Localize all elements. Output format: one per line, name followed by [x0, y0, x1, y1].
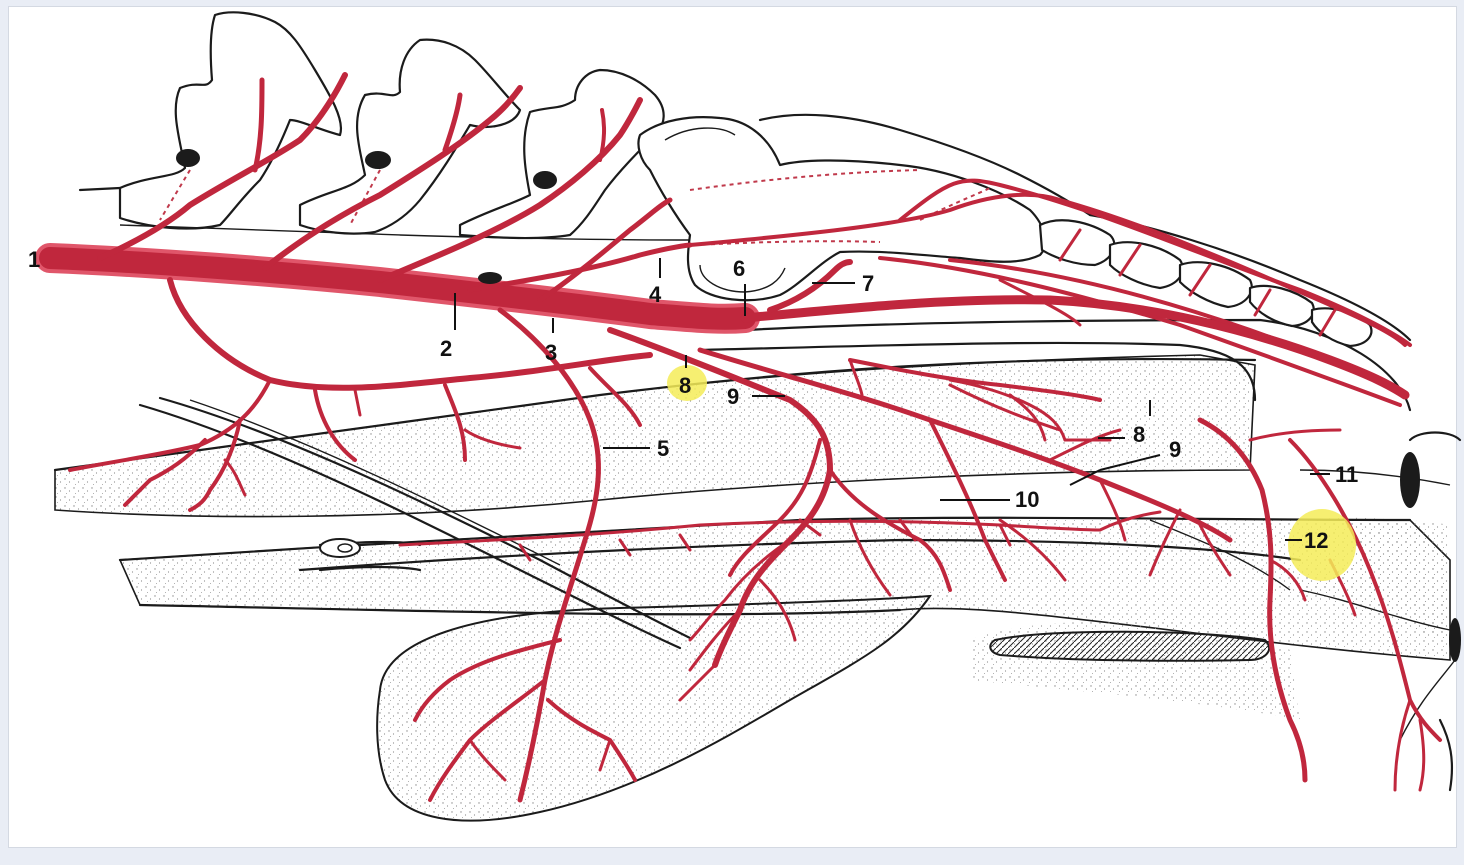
highlight-8 — [667, 365, 707, 401]
arterial-tree — [35, 72, 1442, 803]
label-8-right: 8 — [1133, 422, 1145, 447]
label-11: 11 — [1335, 462, 1358, 487]
vertebra-1 — [118, 11, 343, 230]
vessel-foramina — [176, 149, 557, 284]
vertebra-caudal-5 — [1310, 307, 1373, 348]
label-9-right: 9 — [1169, 437, 1181, 462]
vertebra-3 — [458, 68, 665, 240]
label-10: 10 — [1015, 487, 1039, 512]
label-2: 2 — [440, 336, 452, 361]
label-4: 4 — [649, 282, 662, 307]
vertebra-caudal-1 — [1038, 219, 1116, 267]
label-8-upper: 8 — [679, 373, 691, 398]
label-1: 1 — [28, 247, 40, 272]
label-9-upper: 9 — [727, 384, 739, 409]
vertebra-caudal-2 — [1108, 241, 1184, 290]
highlight-12 — [1288, 509, 1356, 581]
vertebra-caudal-3 — [1178, 261, 1253, 309]
leader-lines — [454, 258, 1330, 541]
number-labels: 1 2 3 4 5 6 7 8 9 8 9 10 11 12 — [28, 247, 1358, 553]
rib-diagonal — [138, 396, 692, 650]
lymph-node — [989, 630, 1270, 662]
highlight-marks — [667, 365, 1356, 581]
kidney-lobe — [376, 594, 933, 822]
label-5: 5 — [657, 436, 669, 461]
label-6: 6 — [733, 256, 745, 281]
vertebral-column — [78, 11, 1412, 348]
vertebra-2 — [298, 38, 522, 235]
right-structures — [1400, 431, 1462, 792]
label-3: 3 — [545, 340, 557, 365]
label-12: 12 — [1304, 528, 1328, 553]
label-7: 7 — [862, 271, 874, 296]
aorta — [39, 247, 756, 330]
